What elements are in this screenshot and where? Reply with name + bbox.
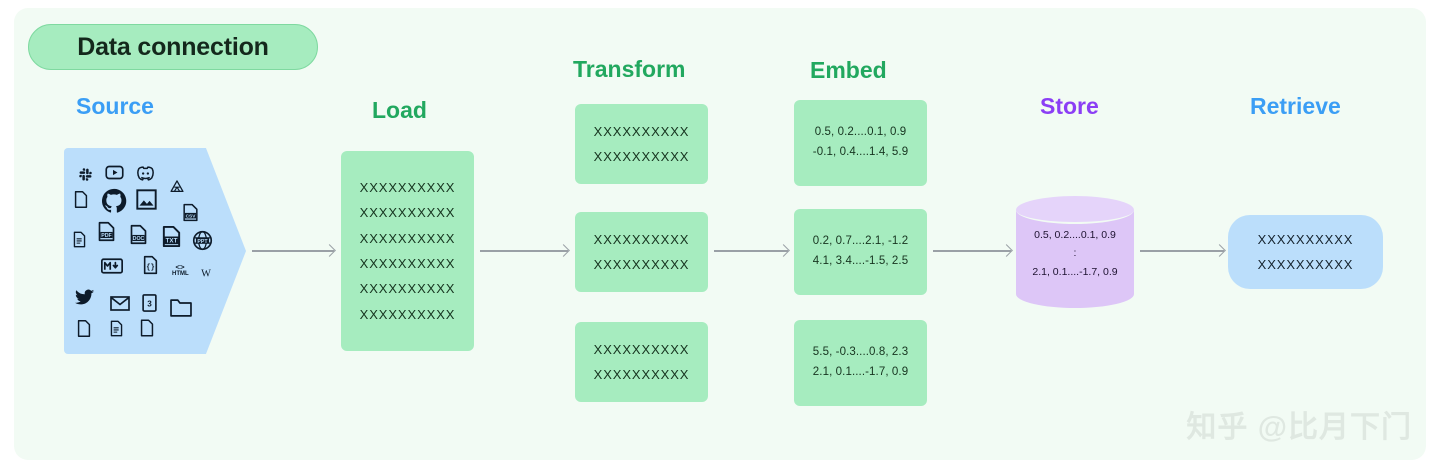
transform-line: XXXXXXXXXX	[593, 149, 690, 164]
embed-line: 0.2, 0.7....2.1, -1.2	[812, 235, 909, 248]
svg-text:TXT: TXT	[166, 238, 178, 245]
page-title: Data connection	[77, 32, 269, 61]
discord-icon	[136, 166, 155, 181]
ppt-file-icon: PPT	[192, 230, 213, 251]
blank-file-icon	[77, 320, 91, 337]
stage-label-load: Load	[372, 97, 427, 123]
load-line: XXXXXXXXXX	[359, 230, 456, 246]
stage-label-store: Store	[1040, 93, 1099, 119]
csv-file-icon: CSV	[181, 203, 200, 222]
stage-label-retrieve: Retrieve	[1250, 93, 1341, 119]
load-line: XXXXXXXXXX	[359, 205, 456, 221]
store-line: 2.1, 0.1....-1.7, 0.9	[1032, 265, 1118, 278]
embed-line: 0.5, 0.2....0.1, 0.9	[814, 126, 907, 139]
load-line: XXXXXXXXXX	[359, 256, 456, 271]
transform-chunk-box: XXXXXXXXXX XXXXXXXXXX	[575, 322, 708, 402]
folder-icon	[170, 299, 192, 317]
store-line: :	[1073, 247, 1077, 260]
diagram-panel	[14, 8, 1426, 460]
stage-label-transform: Transform	[573, 56, 686, 82]
embed-line: -0.1, 0.4....1.4, 5.9	[812, 146, 909, 158]
svg-text:PDF: PDF	[101, 233, 112, 239]
retrieve-line: XXXXXXXXXX	[1257, 257, 1354, 272]
cylinder-top	[1016, 196, 1134, 224]
image-icon	[136, 189, 157, 210]
load-line: XXXXXXXXXX	[359, 179, 456, 195]
youtube-icon	[105, 165, 124, 180]
cylinder-body	[1016, 210, 1134, 294]
store-text: 0.5, 0.2....0.1, 0.9 : 2.1, 0.1....-1.7,…	[1016, 226, 1134, 281]
twitter-icon	[75, 289, 95, 306]
diagram-title-pill: Data connection	[28, 24, 318, 70]
embed-vector-box: 0.2, 0.7....2.1, -1.2 4.1, 3.4....-1.5, …	[794, 209, 927, 295]
markdown-icon	[101, 258, 123, 274]
embed-line: 4.1, 3.4....-1.5, 2.5	[812, 255, 909, 267]
pdf-file-icon: PDF	[96, 221, 117, 242]
doc-file-icon: DOC	[128, 224, 149, 245]
source-icon-grid: CSV PDF DOC	[70, 163, 215, 343]
embed-line: 2.1, 0.1....-1.7, 0.9	[812, 366, 909, 378]
transform-chunk-box: XXXXXXXXXX XXXXXXXXXX	[575, 212, 708, 292]
wikipedia-icon: W	[198, 266, 214, 280]
svg-text:3: 3	[147, 300, 152, 309]
transform-line: XXXXXXXXXX	[593, 257, 690, 272]
embed-vector-box: 5.5, -0.3....0.8, 2.3 2.1, 0.1....-1.7, …	[794, 320, 927, 406]
store-cylinder: 0.5, 0.2....0.1, 0.9 : 2.1, 0.1....-1.7,…	[1016, 196, 1134, 308]
html-icon: <> HTML	[172, 264, 189, 277]
google-drive-icon	[170, 180, 184, 193]
github-icon	[101, 188, 127, 214]
stage-label-source: Source	[76, 93, 154, 119]
watermark: 知乎 @比月下门	[1186, 411, 1412, 444]
json-file-icon: {}	[142, 255, 159, 275]
text-file-icon	[110, 320, 123, 337]
txt-file-icon: TXT	[160, 225, 183, 248]
arrow-source-to-load	[252, 244, 336, 257]
css3-icon: 3	[142, 294, 157, 312]
arrow-embed-to-store	[933, 244, 1013, 257]
document-icon	[73, 231, 86, 248]
svg-text:DOC: DOC	[133, 236, 145, 242]
embed-line: 5.5, -0.3....0.8, 2.3	[812, 346, 909, 359]
svg-text:W: W	[201, 269, 211, 280]
load-box: XXXXXXXXXX XXXXXXXXXX XXXXXXXXXX XXXXXXX…	[341, 151, 474, 351]
email-icon	[110, 296, 130, 311]
stage-label-embed: Embed	[810, 57, 887, 83]
source-shape	[64, 148, 246, 354]
load-line: XXXXXXXXXX	[359, 281, 456, 297]
retrieve-line: XXXXXXXXXX	[1257, 231, 1354, 247]
transform-line: XXXXXXXXXX	[593, 341, 690, 357]
page-file-icon	[140, 319, 154, 337]
transform-chunk-box: XXXXXXXXXX XXXXXXXXXX	[575, 104, 708, 184]
load-line: XXXXXXXXXX	[359, 306, 456, 322]
svg-text:PPT: PPT	[197, 239, 208, 245]
svg-text:CSV: CSV	[186, 213, 197, 219]
embed-vector-box: 0.5, 0.2....0.1, 0.9 -0.1, 0.4....1.4, 5…	[794, 100, 927, 186]
transform-line: XXXXXXXXXX	[593, 123, 690, 139]
transform-line: XXXXXXXXXX	[593, 231, 690, 247]
file-icon	[74, 191, 88, 208]
store-line: 0.5, 0.2....0.1, 0.9	[1034, 229, 1116, 241]
arrow-load-to-transform	[480, 244, 570, 257]
arrow-store-to-retrieve	[1140, 244, 1226, 257]
arrow-transform-to-embed	[714, 244, 790, 257]
svg-text:{}: {}	[146, 264, 155, 272]
retrieve-box: XXXXXXXXXX XXXXXXXXXX	[1228, 215, 1383, 289]
slack-icon	[78, 167, 93, 182]
svg-text:<>: <>	[176, 265, 186, 271]
transform-line: XXXXXXXXXX	[593, 367, 690, 382]
